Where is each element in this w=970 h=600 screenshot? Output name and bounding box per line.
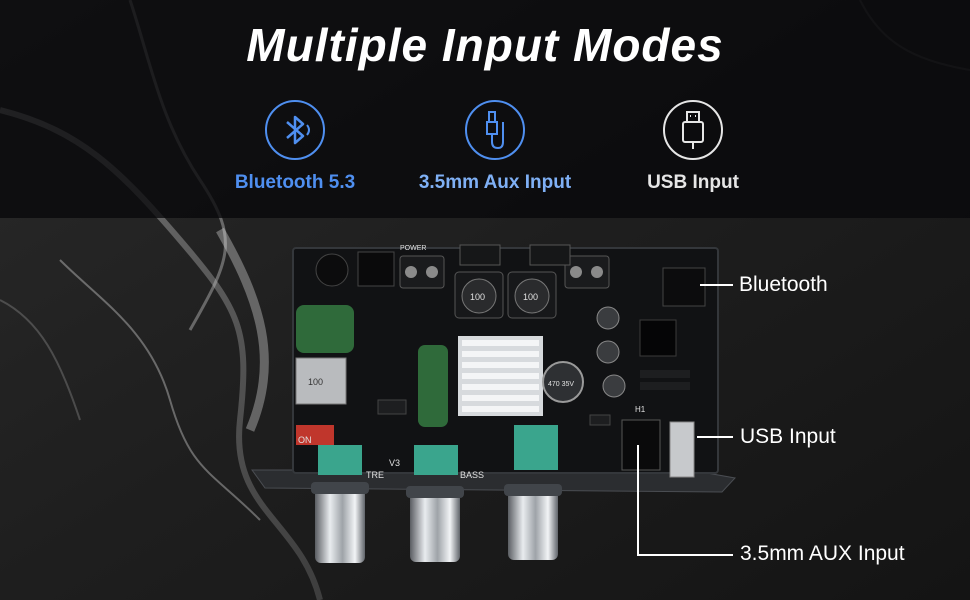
bluetooth-icon — [265, 100, 325, 160]
aux-callout-line — [637, 445, 733, 556]
label-v3: V3 — [389, 458, 400, 468]
label-inductor-2: 100 — [523, 292, 538, 302]
label-capacitor: 470 35V — [548, 381, 574, 388]
mode-label-aux: 3.5mm Aux Input — [418, 172, 572, 193]
mode-bluetooth: Bluetooth 5.3 — [195, 100, 395, 194]
label-tre: TRE — [366, 470, 384, 480]
knob-volume — [406, 486, 464, 562]
usb-icon — [663, 100, 723, 160]
label-inductor-1: 100 — [470, 292, 485, 302]
label-on-switch: ON — [298, 435, 312, 445]
label-transformer: 100 — [308, 377, 323, 387]
callout-aux: 3.5mm AUX Input — [740, 542, 905, 565]
callout-bluetooth: Bluetooth — [739, 273, 828, 296]
mode-aux: 3.5mm Aux Input — [395, 100, 595, 194]
knob-treble — [311, 482, 369, 563]
mode-usb: USB Input — [593, 100, 793, 194]
label-power: POWER — [400, 245, 426, 252]
page-title: Multiple Input Modes — [246, 19, 724, 71]
knob-bass — [504, 484, 562, 560]
amplifier-board — [292, 244, 719, 478]
callout-usb: USB Input — [740, 425, 836, 448]
aux-cable-icon — [465, 100, 525, 160]
label-h1: H1 — [635, 405, 646, 414]
mode-label-usb: USB Input — [647, 172, 739, 193]
mode-label-bluetooth: Bluetooth 5.3 — [234, 172, 356, 193]
label-bass: BASS — [460, 470, 484, 480]
